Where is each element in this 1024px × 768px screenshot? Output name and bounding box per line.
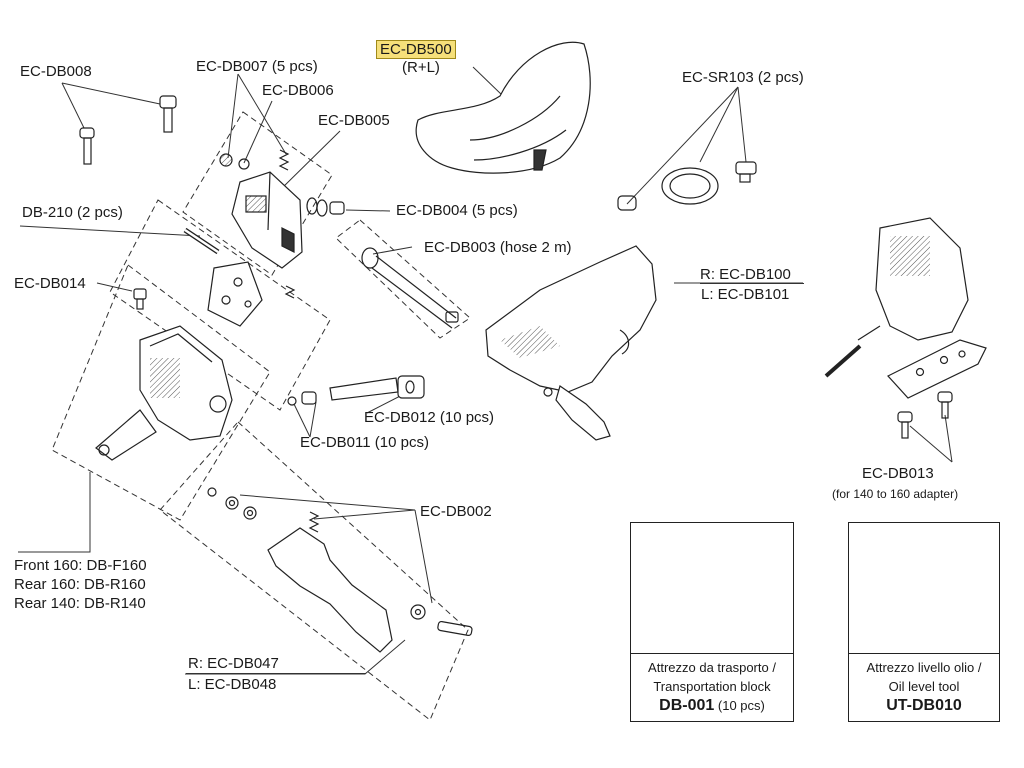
tool-caption-transportation-block: Attrezzo da trasporto / Transportation b… bbox=[631, 653, 793, 715]
tool-caption-line2: Oil level tool bbox=[888, 679, 960, 694]
caliper-main bbox=[95, 325, 233, 461]
label-rear-160: Rear 160: DB-R160 bbox=[14, 576, 146, 593]
hose-ec-db003 bbox=[361, 247, 459, 329]
label-ec-db014: EC-DB014 bbox=[14, 275, 86, 292]
caliper-body-ec-db005 bbox=[231, 171, 303, 269]
hood-ec-db500 bbox=[415, 41, 591, 174]
label-ec-sr103: EC-SR103 (2 pcs) bbox=[682, 69, 804, 86]
label-rear-140: Rear 140: DB-R140 bbox=[14, 595, 146, 612]
frame-caliper-body bbox=[182, 111, 333, 276]
tool-caption-line1: Attrezzo da trasporto / bbox=[648, 660, 776, 675]
tool-code: UT-DB010 bbox=[886, 697, 962, 714]
sleeve-ec-db012 bbox=[329, 375, 425, 401]
divider-ec-db100 bbox=[700, 283, 804, 284]
label-ec-db013: EC-DB013 bbox=[862, 465, 934, 482]
label-ec-db002: EC-DB002 bbox=[420, 503, 492, 520]
divider-ec-db047 bbox=[186, 673, 366, 674]
bolt-pair-ec-db008 bbox=[79, 95, 177, 165]
tool-code: DB-001 bbox=[659, 697, 715, 714]
label-ec-db500-sub: (R+L) bbox=[402, 59, 440, 76]
label-ec-db047: R: EC-DB047 bbox=[188, 655, 279, 672]
frame-pad-group bbox=[109, 199, 331, 411]
frame-caliper-main bbox=[51, 264, 271, 521]
tool-qty: (10 pcs) bbox=[714, 698, 765, 713]
label-ec-db100: R: EC-DB100 bbox=[700, 266, 791, 283]
label-ec-db003: EC-DB003 (hose 2 m) bbox=[424, 239, 572, 256]
label-ec-db008: EC-DB008 bbox=[20, 63, 92, 80]
label-ec-db007: EC-DB007 (5 pcs) bbox=[196, 58, 318, 75]
rear-caliper-assembly bbox=[824, 217, 987, 439]
fittings-ec-db004 bbox=[306, 197, 345, 217]
label-ec-db006: EC-DB006 bbox=[262, 82, 334, 99]
label-ec-db500: EC-DB500 bbox=[376, 40, 456, 59]
label-ec-db101: L: EC-DB101 bbox=[701, 286, 790, 303]
brake-pads bbox=[207, 261, 296, 327]
label-ec-db004: EC-DB004 (5 pcs) bbox=[396, 202, 518, 219]
bolts-ec-db011 bbox=[287, 391, 317, 406]
seal-and-spring-parts bbox=[219, 149, 290, 171]
label-ec-db012: EC-DB012 (10 pcs) bbox=[364, 409, 495, 426]
label-ec-db048: L: EC-DB048 bbox=[188, 676, 277, 693]
label-ec-db005: EC-DB005 bbox=[318, 112, 390, 129]
tool-caption-oil-level-tool: Attrezzo livello olio / Oil level tool U… bbox=[849, 653, 999, 715]
pin-db-210 bbox=[183, 227, 220, 255]
frame-hose-group bbox=[335, 219, 471, 339]
tool-caption-line1: Attrezzo livello olio / bbox=[866, 660, 982, 675]
clamp-ec-sr103 bbox=[617, 161, 757, 211]
bleed-nipple-ec-db014 bbox=[133, 288, 147, 310]
lever-ec-db047 bbox=[207, 487, 473, 653]
tool-box-oil-level-tool: Attrezzo livello olio / Oil level tool U… bbox=[848, 522, 1000, 722]
brake-lever-ec-db100 bbox=[485, 245, 657, 441]
label-front-160: Front 160: DB-F160 bbox=[14, 557, 147, 574]
tool-caption-line2: Transportation block bbox=[653, 679, 771, 694]
label-ec-db013-sub: (for 140 to 160 adapter) bbox=[832, 487, 959, 501]
label-ec-db011: EC-DB011 (10 pcs) bbox=[300, 434, 429, 451]
label-db-210: DB-210 (2 pcs) bbox=[22, 204, 123, 221]
tool-box-transportation-block: Attrezzo da trasporto / Transportation b… bbox=[630, 522, 794, 722]
